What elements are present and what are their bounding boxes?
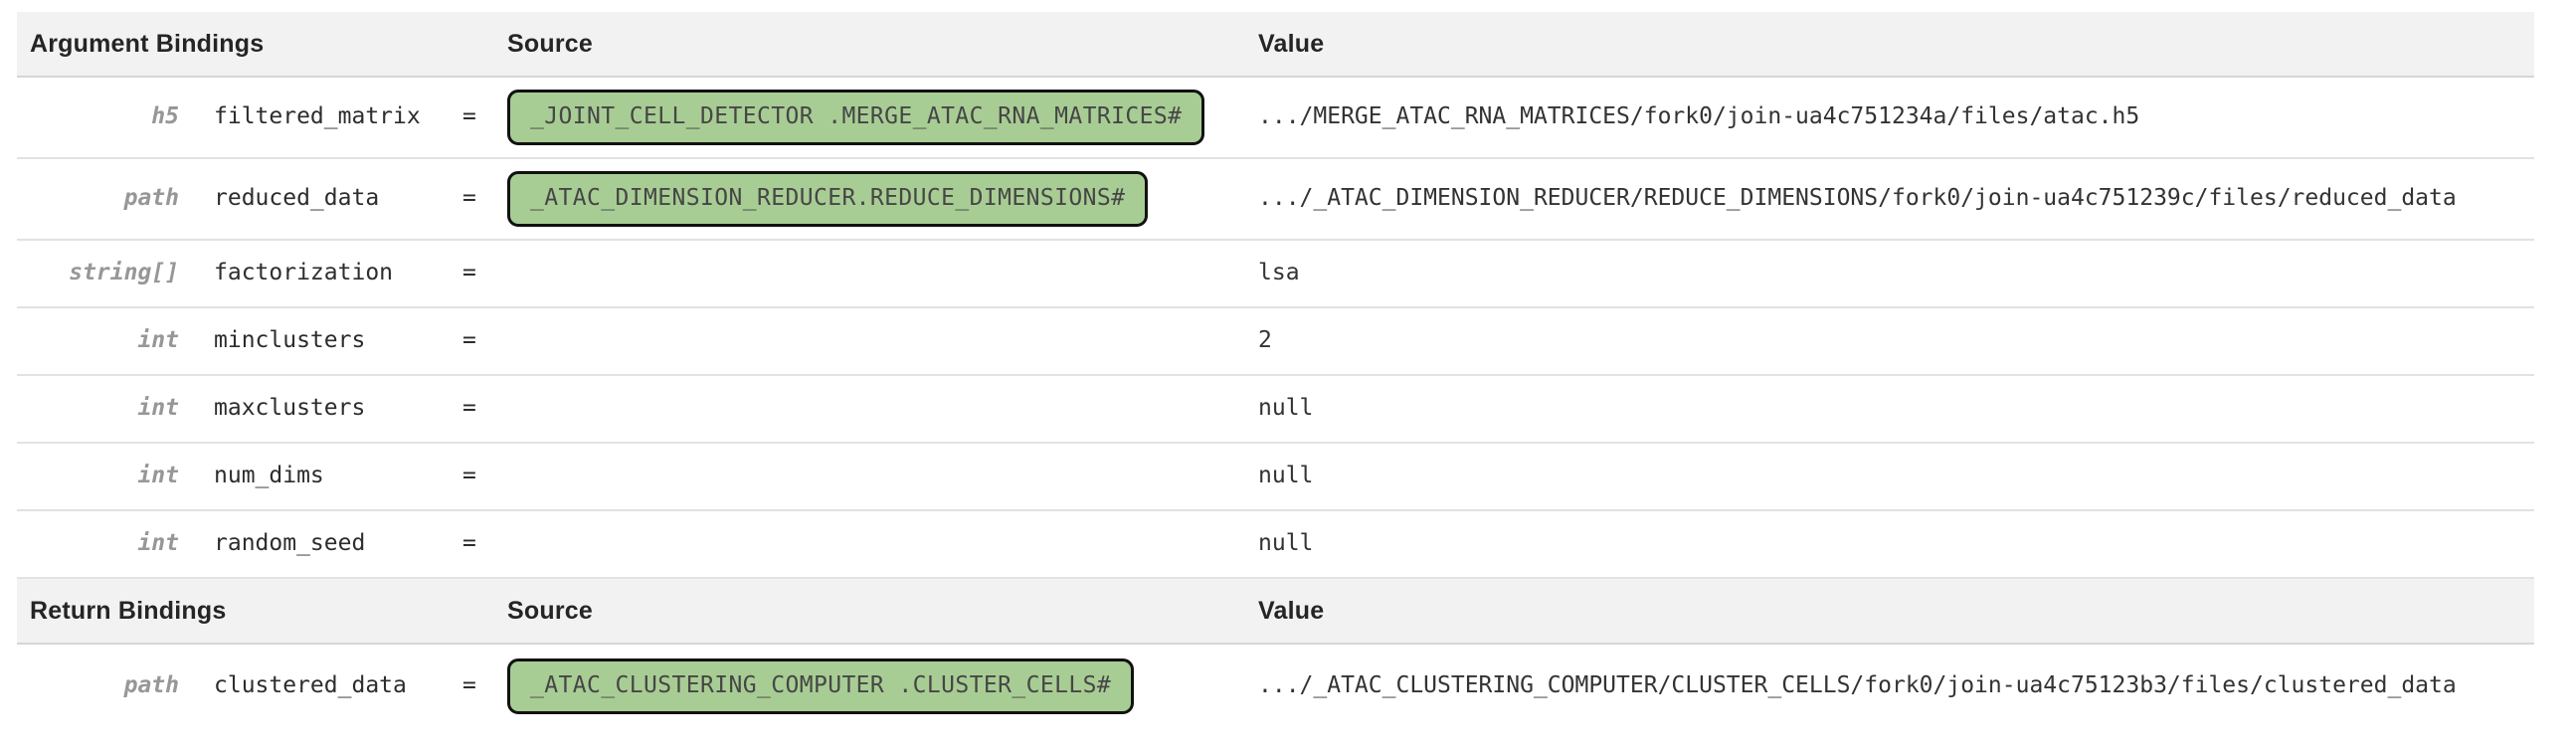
binding-name: clustered_data xyxy=(214,672,407,699)
binding-name: minclusters xyxy=(214,327,366,354)
binding-source-cell: _JOINT_CELL_DETECTOR .MERGE_ATAC_RNA_MAT… xyxy=(507,89,1258,146)
source-node-pill[interactable]: _ATAC_DIMENSION_REDUCER.REDUCE_DIMENSION… xyxy=(507,170,1149,228)
binding-type: int xyxy=(137,327,179,354)
binding-row-filtered-matrix: h5 filtered_matrix = _JOINT_CELL_DETECTO… xyxy=(17,78,2534,159)
binding-name: random_seed xyxy=(214,530,366,557)
binding-value: .../MERGE_ATAC_RNA_MATRICES/fork0/join-u… xyxy=(1258,103,2140,130)
section-title: Argument Bindings xyxy=(30,29,265,58)
binding-value: lsa xyxy=(1258,260,1300,286)
equals-sign: = xyxy=(462,260,476,286)
binding-name: factorization xyxy=(214,260,394,286)
binding-type: int xyxy=(137,395,179,422)
binding-name: reduced_data xyxy=(214,185,380,212)
source-node-pill[interactable]: _JOINT_CELL_DETECTOR .MERGE_ATAC_RNA_MAT… xyxy=(507,89,1205,146)
binding-type: string[] xyxy=(69,260,179,286)
binding-name: num_dims xyxy=(214,463,324,489)
section-header-return-bindings: Return Bindings Source Value xyxy=(17,579,2534,645)
column-header-value: Value xyxy=(1258,29,1325,58)
binding-type: path xyxy=(123,185,179,212)
binding-value: 2 xyxy=(1258,327,1272,354)
binding-row-maxclusters: int maxclusters = null xyxy=(17,376,2534,444)
source-node-pill[interactable]: _ATAC_CLUSTERING_COMPUTER .CLUSTER_CELLS… xyxy=(507,658,1135,715)
binding-row-num-dims: int num_dims = null xyxy=(17,444,2534,511)
binding-source-cell: _ATAC_CLUSTERING_COMPUTER .CLUSTER_CELLS… xyxy=(507,658,1258,715)
equals-sign: = xyxy=(462,463,476,489)
binding-type: int xyxy=(137,463,179,489)
binding-type: h5 xyxy=(151,103,179,130)
binding-value: .../_ATAC_CLUSTERING_COMPUTER/CLUSTER_CE… xyxy=(1258,672,2457,699)
binding-name: maxclusters xyxy=(214,395,366,422)
binding-type: path xyxy=(123,672,179,699)
equals-sign: = xyxy=(462,185,476,212)
section-title: Return Bindings xyxy=(30,596,227,625)
binding-value: null xyxy=(1258,463,1314,489)
column-header-source: Source xyxy=(507,596,593,625)
binding-row-random-seed: int random_seed = null xyxy=(17,511,2534,579)
binding-value: null xyxy=(1258,395,1314,422)
binding-row-minclusters: int minclusters = 2 xyxy=(17,308,2534,376)
column-header-source: Source xyxy=(507,29,593,58)
binding-name: filtered_matrix xyxy=(214,103,421,130)
binding-row-reduced-data: path reduced_data = _ATAC_DIMENSION_REDU… xyxy=(17,159,2534,241)
equals-sign: = xyxy=(462,103,476,130)
column-header-value: Value xyxy=(1258,596,1325,625)
binding-value: .../_ATAC_DIMENSION_REDUCER/REDUCE_DIMEN… xyxy=(1258,185,2457,212)
binding-source-cell: _ATAC_DIMENSION_REDUCER.REDUCE_DIMENSION… xyxy=(507,170,1258,228)
binding-row-clustered-data: path clustered_data = _ATAC_CLUSTERING_C… xyxy=(17,645,2534,728)
equals-sign: = xyxy=(462,327,476,354)
binding-row-factorization: string[] factorization = lsa xyxy=(17,241,2534,308)
equals-sign: = xyxy=(462,672,476,699)
equals-sign: = xyxy=(462,530,476,557)
equals-sign: = xyxy=(462,395,476,422)
bindings-table: Argument Bindings Source Value h5 filter… xyxy=(17,0,2534,728)
binding-type: int xyxy=(137,530,179,557)
section-header-argument-bindings: Argument Bindings Source Value xyxy=(17,12,2534,78)
binding-value: null xyxy=(1258,530,1314,557)
